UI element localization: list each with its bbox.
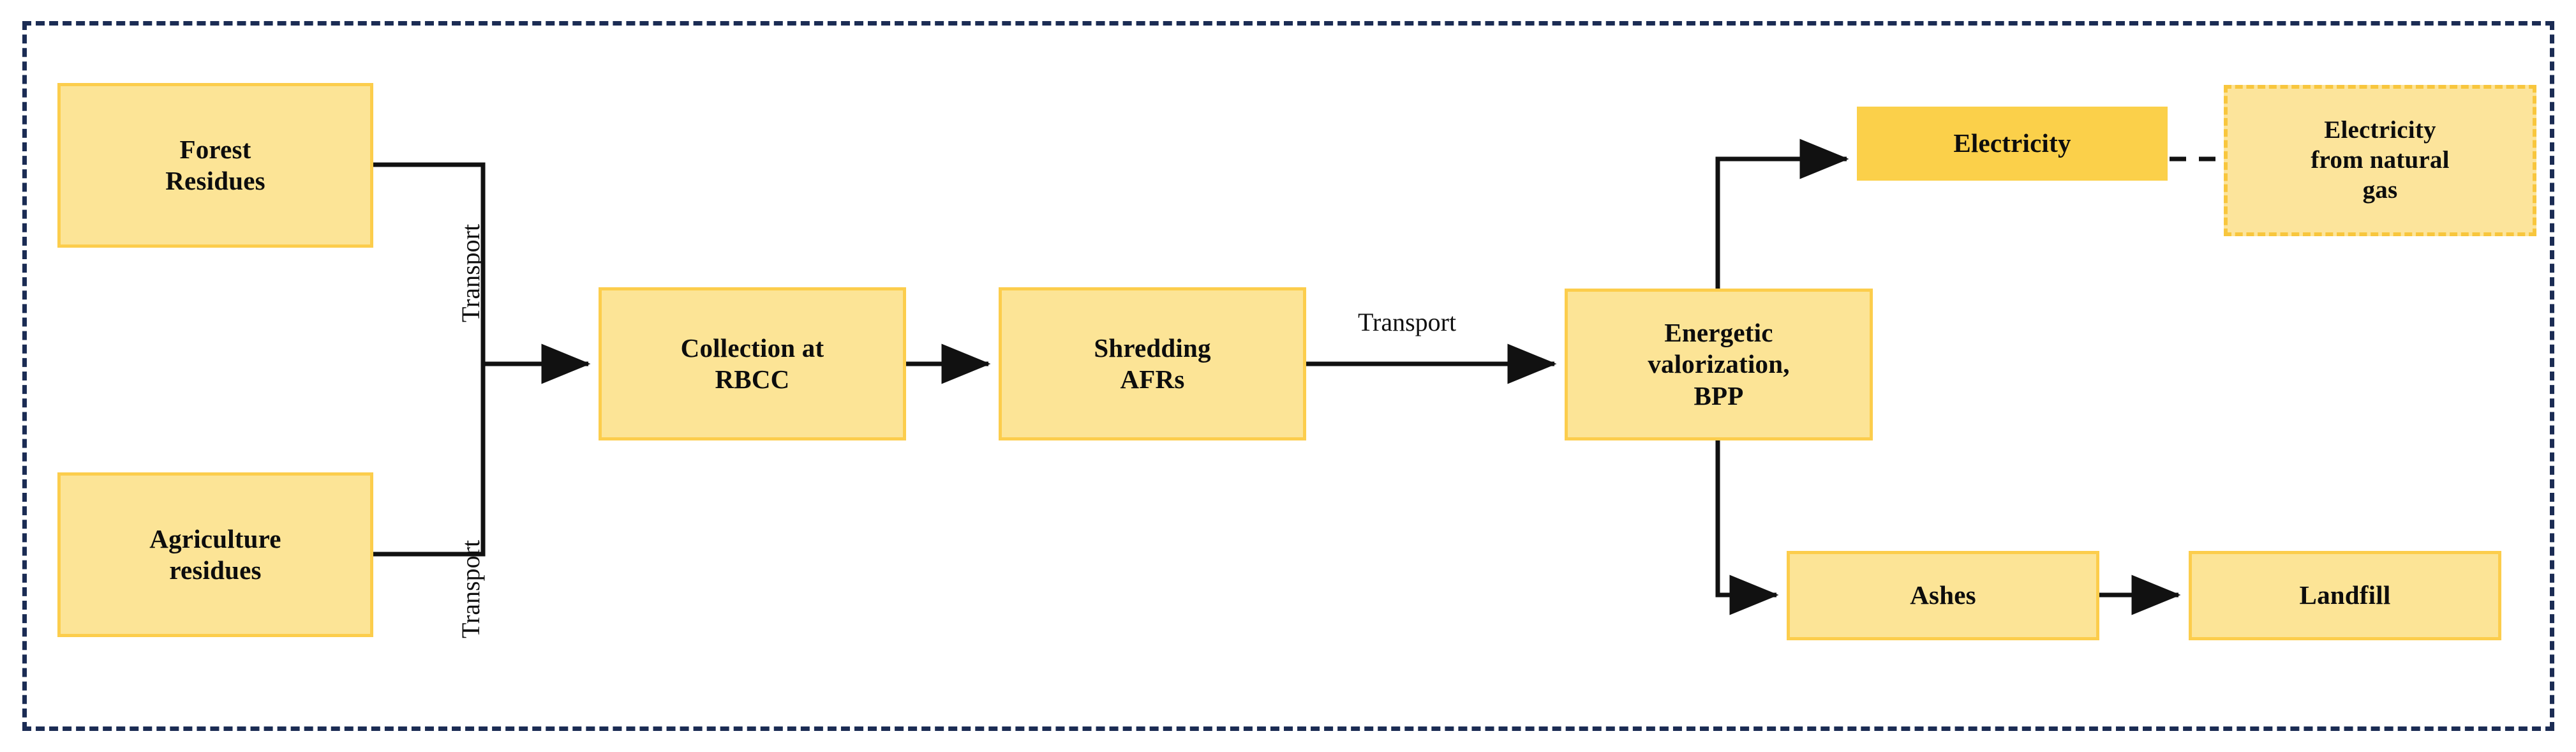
node-agriculture-residues[interactable]: Agriculture residues: [57, 472, 373, 637]
system-boundary: [22, 21, 2554, 731]
node-collection-rbcc[interactable]: Collection at RBCC: [599, 287, 906, 440]
node-forest-residues-label: Forest Residues: [165, 134, 265, 195]
node-shredding-afrs[interactable]: Shredding AFRs: [999, 287, 1306, 440]
node-shredding-afrs-label: Shredding AFRs: [1094, 333, 1211, 394]
node-collection-rbcc-label: Collection at RBCC: [680, 333, 824, 394]
node-ashes-label: Ashes: [1910, 580, 1976, 610]
node-agriculture-residues-label: Agriculture residues: [149, 523, 281, 585]
node-forest-residues[interactable]: Forest Residues: [57, 83, 373, 248]
node-energetic-valorization-label: Energetic valorization, BPP: [1648, 318, 1790, 410]
node-electricity-natural-gas[interactable]: Electricity from natural gas: [2224, 85, 2536, 236]
edge-label-transport-agriculture: Transport: [456, 539, 485, 638]
node-landfill-label: Landfill: [2299, 580, 2391, 610]
node-electricity-label: Electricity: [1953, 128, 2071, 158]
edge-label-transport-forest: Transport: [456, 223, 485, 322]
node-electricity[interactable]: Electricity: [1857, 107, 2168, 181]
node-ashes[interactable]: Ashes: [1787, 551, 2099, 640]
node-landfill[interactable]: Landfill: [2189, 551, 2501, 640]
node-electricity-natural-gas-label: Electricity from natural gas: [2311, 116, 2450, 204]
node-energetic-valorization[interactable]: Energetic valorization, BPP: [1565, 289, 1873, 440]
edge-label-transport-shredding: Transport: [1358, 308, 1457, 336]
